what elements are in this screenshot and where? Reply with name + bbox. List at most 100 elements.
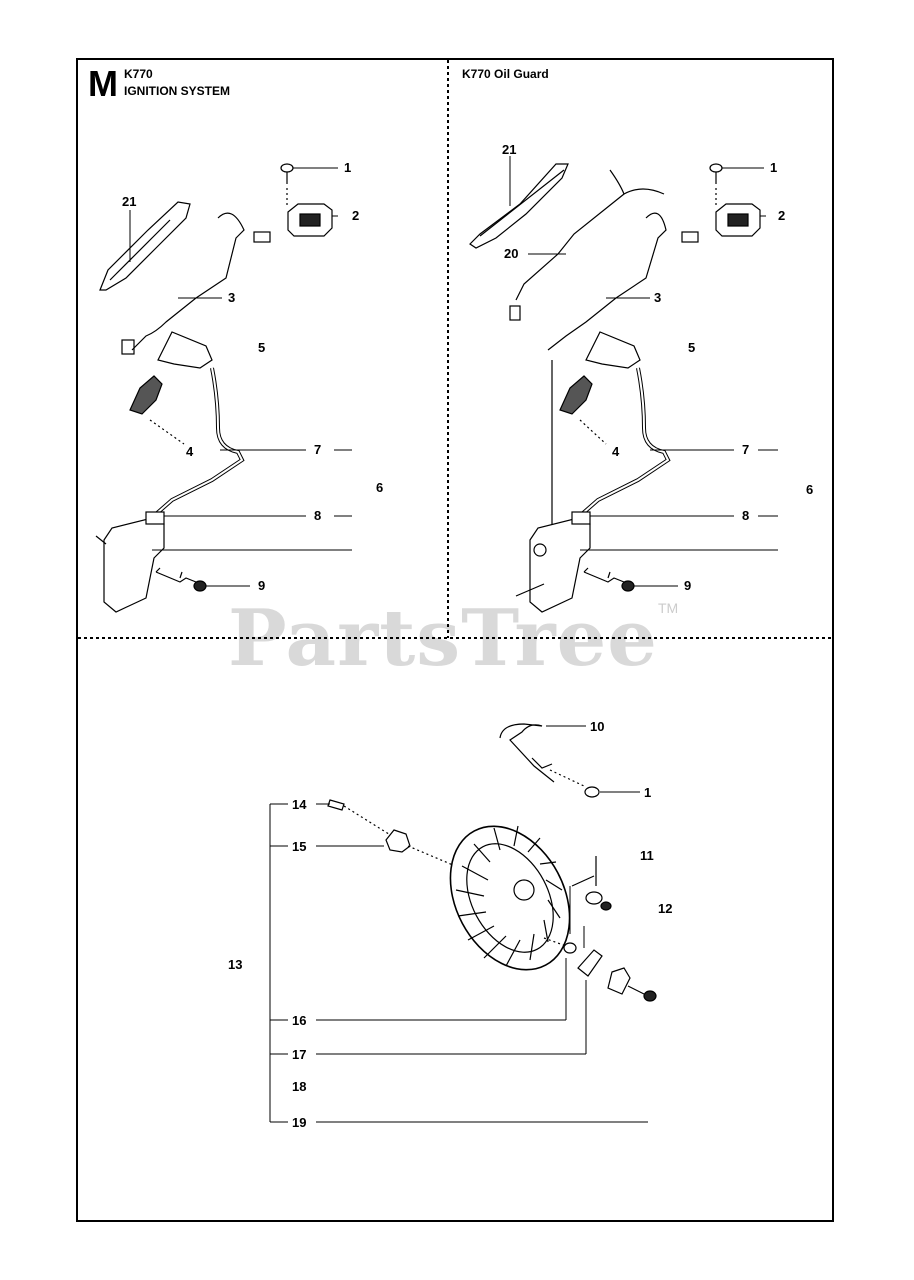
flywheel-center xyxy=(513,879,535,901)
callout-label: 14 xyxy=(292,797,307,812)
module-core xyxy=(727,213,749,227)
leader-short xyxy=(571,875,595,887)
right-callouts: 1 2 21 20 3 5 4 7 6 8 9 xyxy=(502,142,813,593)
callout-label: 5 xyxy=(688,340,695,355)
callout-label: 9 xyxy=(258,578,265,593)
left-model-label: K770 xyxy=(124,67,153,81)
screw-icon xyxy=(709,163,723,173)
wire-icon xyxy=(131,212,245,351)
spark-plug-icon xyxy=(129,375,163,415)
ignition-coil-icon xyxy=(529,517,591,613)
callout-label: 8 xyxy=(742,508,749,523)
pin-icon xyxy=(327,799,345,811)
leader-dashed xyxy=(343,805,393,837)
callout-label: 21 xyxy=(122,194,136,209)
watermark: PartsTree xyxy=(228,593,658,684)
flywheel-icon xyxy=(449,825,571,971)
callout-label: 13 xyxy=(228,957,242,972)
callout-label: 9 xyxy=(684,578,691,593)
flywheel-hub xyxy=(466,843,554,953)
bracket-edge xyxy=(109,219,171,281)
wire-terminal xyxy=(509,305,521,321)
left-section-title: IGNITION SYSTEM xyxy=(124,84,231,98)
pawl-icon xyxy=(607,967,631,995)
screw-head xyxy=(193,580,207,592)
callout-label: 3 xyxy=(654,290,661,305)
callout-label: 15 xyxy=(292,839,306,854)
left-callouts: 1 2 21 3 5 4 7 6 8 9 xyxy=(122,160,383,593)
right-panel-leaders xyxy=(509,156,778,587)
ht-lead-inner xyxy=(155,367,244,515)
pawl-icon xyxy=(577,949,603,977)
ht-lead-icon xyxy=(580,367,671,516)
flywheel-fins xyxy=(455,825,563,967)
ignition-coil-icon xyxy=(103,517,165,613)
callout-label: 1 xyxy=(770,160,777,175)
module-core xyxy=(299,213,321,227)
screw-head xyxy=(621,580,635,592)
left-panel-leaders xyxy=(129,167,352,587)
wire-tab xyxy=(531,757,553,769)
callout-label: 16 xyxy=(292,1013,306,1028)
callout-label: 7 xyxy=(742,442,749,457)
leader-dashed xyxy=(549,769,585,787)
bracket-edge xyxy=(479,169,565,237)
callout-label: 1 xyxy=(644,785,651,800)
right-section-title: K770 Oil Guard xyxy=(462,67,549,81)
bushing-icon xyxy=(385,829,411,853)
callout-label: 18 xyxy=(292,1079,306,1094)
watermark-tm: TM xyxy=(658,600,679,616)
callout-label: 3 xyxy=(228,290,235,305)
bottom-panel-parts xyxy=(327,723,657,1002)
coil-terminal xyxy=(145,511,165,525)
nut-icon xyxy=(600,901,612,911)
callout-label: 8 xyxy=(314,508,321,523)
wire-connector xyxy=(681,231,699,243)
ht-lead-icon xyxy=(154,367,245,516)
callout-label: 6 xyxy=(806,482,813,497)
callout-label: 11 xyxy=(640,848,654,863)
bolt-head xyxy=(643,990,657,1002)
section-letter: M xyxy=(88,63,118,104)
coil-lead xyxy=(515,583,545,597)
leader-dashed xyxy=(543,937,567,947)
callout-label: 21 xyxy=(502,142,516,157)
callout-label: 2 xyxy=(352,208,359,223)
wire-icon xyxy=(547,212,667,351)
right-panel-parts xyxy=(469,163,761,613)
spark-plug-cap-icon xyxy=(585,331,641,369)
callout-label: 10 xyxy=(590,719,604,734)
wire-icon xyxy=(515,169,625,301)
diagram-frame xyxy=(76,58,834,1222)
callout-label: 17 xyxy=(292,1047,306,1062)
ht-lead-inner xyxy=(581,367,670,515)
callout-label: 2 xyxy=(778,208,785,223)
wire-terminal xyxy=(121,339,135,355)
callout-label: 4 xyxy=(612,444,620,459)
coil-lead xyxy=(95,535,107,545)
callout-label: 19 xyxy=(292,1115,306,1130)
leader-dashed xyxy=(149,419,185,445)
callout-label: 12 xyxy=(658,901,672,916)
washer-icon xyxy=(563,942,577,954)
bottom-panel-leaders xyxy=(269,725,648,1123)
screw-icon xyxy=(584,786,600,798)
callout-label: 7 xyxy=(314,442,321,457)
coil-terminal xyxy=(571,511,591,525)
bolt-shank xyxy=(627,985,645,995)
callout-label: 1 xyxy=(344,160,351,175)
leader-dashed xyxy=(579,419,607,445)
spark-plug-icon xyxy=(559,375,593,415)
washer-icon xyxy=(585,891,603,905)
callout-label: 6 xyxy=(376,480,383,495)
wire-branch xyxy=(623,188,665,195)
coil-bushing xyxy=(533,543,547,557)
screw-icon xyxy=(280,163,294,173)
callout-label: 5 xyxy=(258,340,265,355)
ground-wire-icon xyxy=(499,723,555,783)
spark-plug-cap-icon xyxy=(157,331,213,369)
callout-label: 4 xyxy=(186,444,194,459)
left-panel-parts xyxy=(95,163,333,613)
